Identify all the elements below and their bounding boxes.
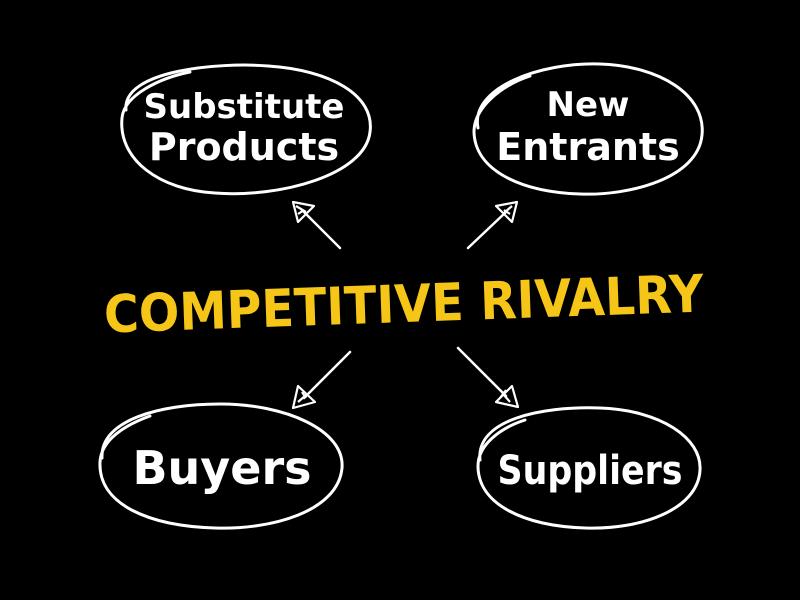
center-title: COMPETITIVE RIVALRY xyxy=(103,265,706,346)
arrow-to-substitute-products xyxy=(291,200,342,250)
node-new-entrants: New Entrants xyxy=(472,62,704,196)
node-label-line1: New xyxy=(547,85,630,125)
node-outline xyxy=(472,62,704,196)
node-suppliers: Suppliers xyxy=(476,406,702,530)
node-outline xyxy=(120,63,372,196)
arrow-to-suppliers xyxy=(456,346,520,409)
node-outline xyxy=(476,406,702,530)
node-label: Suppliers xyxy=(498,448,683,494)
node-label-line2: Entrants xyxy=(496,125,679,169)
arrow-to-new-entrants xyxy=(466,200,519,250)
node-outline xyxy=(98,402,344,530)
node-label: Buyers xyxy=(132,441,311,495)
node-label-line1: Substitute xyxy=(144,87,345,127)
node-substitute-products: Substitute Products xyxy=(120,63,372,196)
arrow-to-buyers xyxy=(291,350,352,410)
node-buyers: Buyers xyxy=(98,402,344,530)
node-label-line2: Products xyxy=(149,125,339,169)
